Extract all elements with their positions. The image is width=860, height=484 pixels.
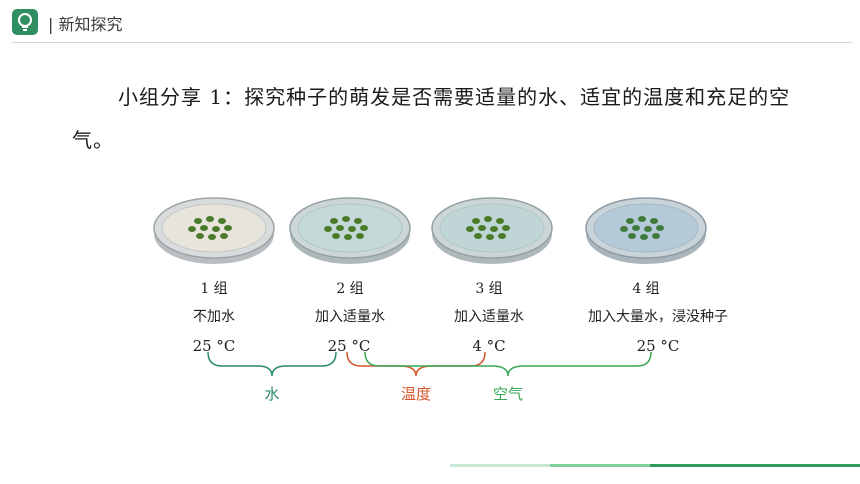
group-4-name: 4 组 bbox=[632, 281, 660, 297]
footer-bar-mid bbox=[550, 464, 650, 467]
petri-dish-4 bbox=[584, 190, 708, 268]
temperature-comparison-label: 温度 bbox=[400, 385, 432, 403]
group-1-temperature: 25 °C bbox=[192, 337, 236, 355]
group-4-condition: 加入大量水，浸没种子 bbox=[588, 309, 728, 325]
footer-bar-light bbox=[450, 464, 550, 467]
slide-header: | 新知探究 bbox=[0, 0, 860, 44]
footer-bar-dark bbox=[650, 464, 860, 467]
lightbulb-icon bbox=[12, 9, 38, 35]
group-2-condition: 加入适量水 bbox=[315, 309, 385, 325]
air-comparison-label: 空气 bbox=[492, 385, 524, 403]
water-comparison-label: 水 bbox=[264, 385, 280, 403]
group-2-temperature: 25 °C bbox=[327, 337, 371, 355]
group-4-temperature: 25 °C bbox=[636, 337, 680, 355]
group-3-name: 3 组 bbox=[475, 281, 503, 297]
header-divider bbox=[12, 42, 852, 43]
petri-dish-3 bbox=[430, 190, 554, 268]
group-1-name: 1 组 bbox=[200, 281, 228, 297]
group-2-name: 2 组 bbox=[336, 281, 364, 297]
temperature-brace bbox=[346, 351, 486, 377]
intro-paragraph: 小组分享 1：探究种子的萌发是否需要适量的水、适宜的温度和充足的空气。 bbox=[72, 85, 791, 152]
group-3-condition: 加入适量水 bbox=[454, 309, 524, 325]
water-brace bbox=[207, 351, 337, 377]
petri-dish-2 bbox=[288, 190, 412, 268]
group-1-condition: 不加水 bbox=[193, 309, 235, 325]
group-3-temperature: 4 °C bbox=[472, 337, 506, 355]
petri-dish-1 bbox=[152, 190, 276, 268]
air-brace bbox=[364, 351, 652, 377]
section-title: | 新知探究 bbox=[48, 15, 123, 34]
